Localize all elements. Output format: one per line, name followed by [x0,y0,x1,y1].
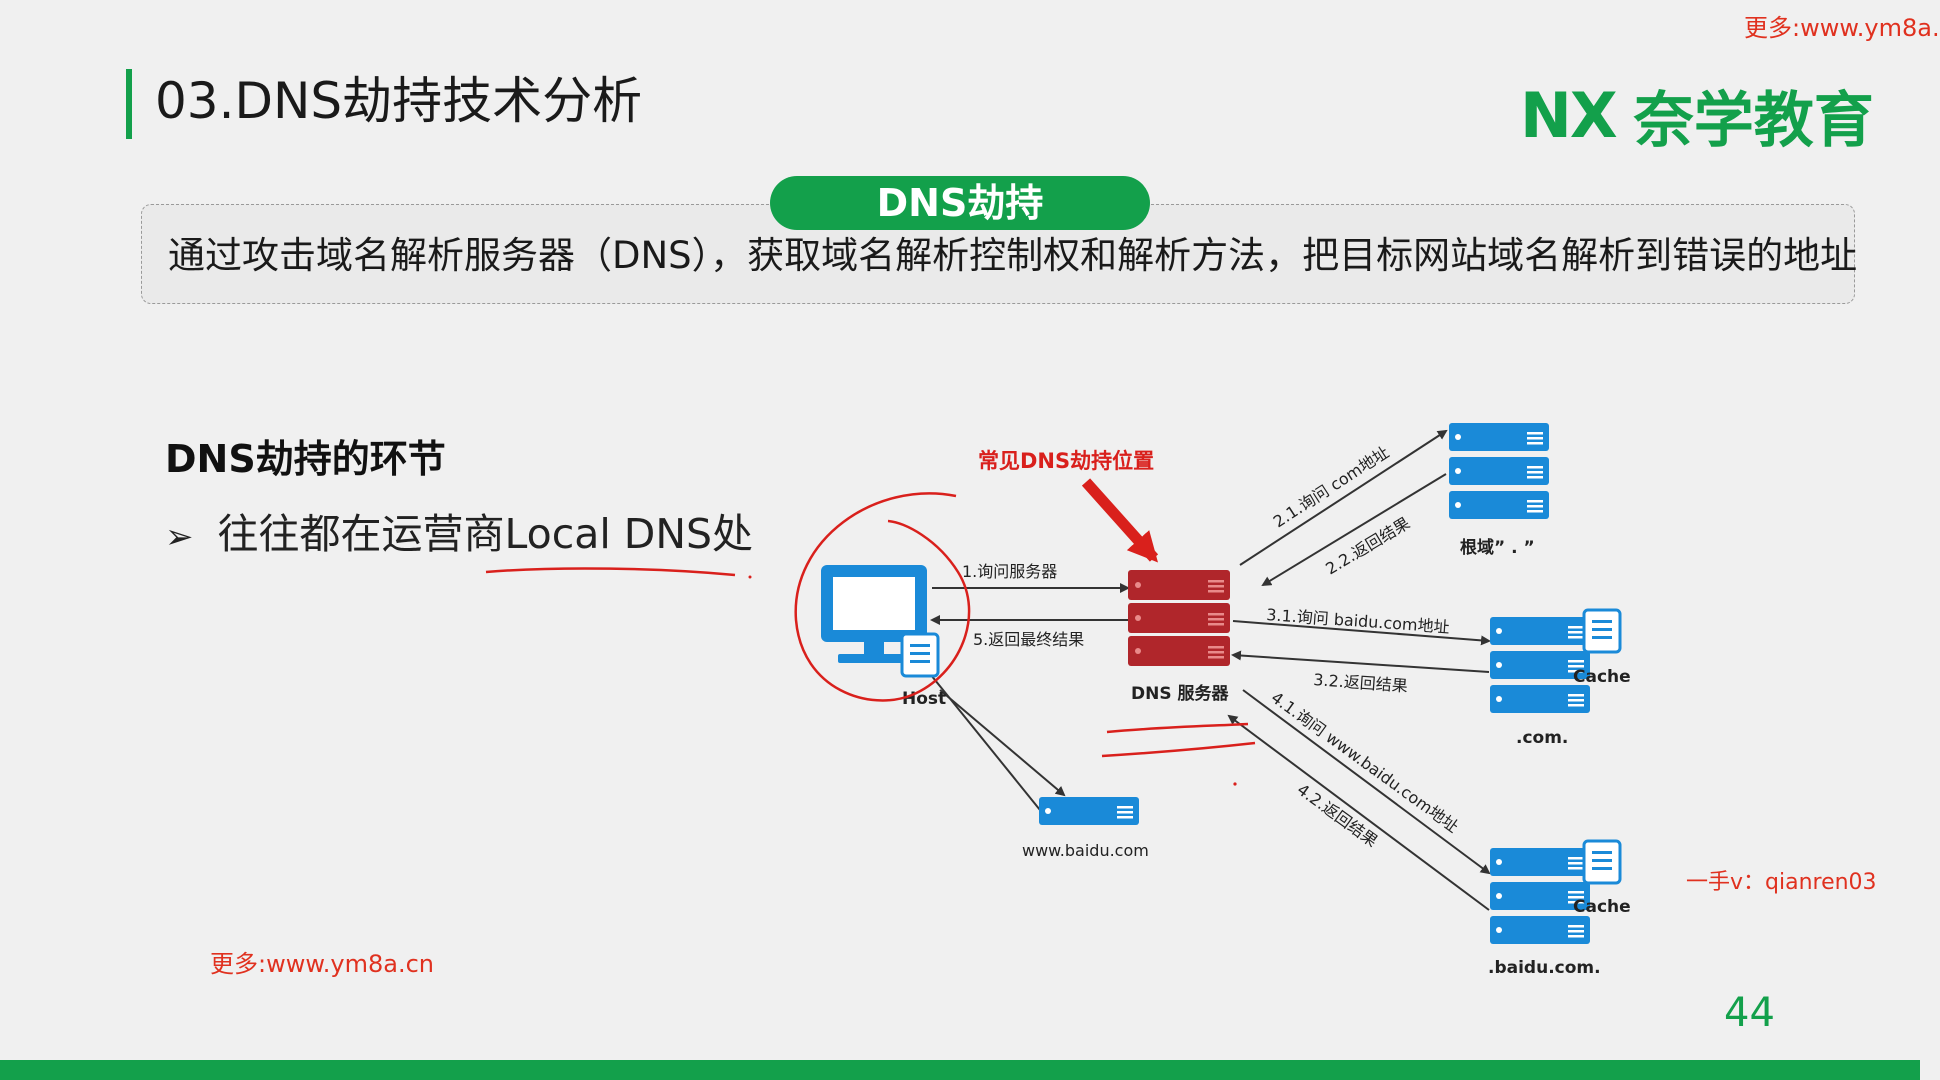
bullet-arrow-icon: ➢ [165,517,194,557]
baidu-server-label: .baidu.com. [1488,958,1601,978]
hijack-arrow-icon [1081,478,1159,563]
page-number: 44 [1724,990,1775,1036]
definition-text: 通过攻击域名解析服务器（DNS），获取域名解析控制权和解析方法，把目标网站域名解… [168,234,1858,277]
bullet-text: 往往都在运营商Local DNS处 [217,510,754,558]
edge-label-return-com: 3.2.返回结果 [1313,670,1409,696]
edge-return-baidu [1227,714,1490,911]
bullet-underline-annotation [485,567,736,577]
edge-query-www [1242,689,1491,875]
page-title: 03.DNS劫持技术分析 [155,72,643,130]
bullet-underline-dot [748,575,752,579]
edge-label-return-root: 2.2.返回结果 [1322,513,1413,578]
dns-server-label: DNS 服务器 [1131,683,1230,704]
edge-label-query-baidu-com: 3.1.询问 baidu.com地址 [1266,605,1450,637]
root-server-icon [1449,423,1549,519]
baidu-cache-label: Cache [1573,897,1631,917]
watermark-top: 更多:www.ym8a. [1744,14,1940,42]
dns-underline-dot [1233,782,1237,786]
edge-return-com [1231,650,1490,673]
footer-bar [0,1060,1920,1080]
baidu-cache-doc-icon [1582,839,1622,885]
dns-server-icon [1128,570,1230,666]
com-server-label: .com. [1516,728,1568,748]
section-heading: DNS劫持的环节 [165,437,446,481]
edge-label-final-result: 5.返回最终结果 [973,630,1084,649]
hijack-callout-label: 常见DNS劫持位置 [978,449,1154,473]
edge-query-com [1239,429,1448,566]
edge-label-return-baidu: 4.2.返回结果 [1294,780,1382,851]
host-computer-icon [821,565,940,678]
watermark-bottom: 更多:www.ym8a.cn [210,950,434,978]
edge-host-to-www [939,689,1066,797]
baidu-server-icon [1490,848,1590,944]
dns-underline-annotation-1 [1106,722,1249,734]
title-accent-bar [126,69,132,139]
host-circle-annotation [794,492,971,702]
edge-label-query-server: 1.询问服务器 [962,562,1057,581]
edge-label-query-www: 4.1.询问 www.baidu.com地址 [1268,688,1462,836]
edge-query-baidu-com [1232,620,1491,646]
dns-underline-annotation-2 [1101,741,1256,758]
definition-pill: DNS劫持 [770,176,1150,230]
contact-text: 一手v：qianren03 [1686,870,1877,895]
com-cache-doc-icon [1582,608,1622,654]
host-label: Host [902,689,946,709]
com-server-icon [1490,617,1590,713]
website-server-icon [1039,797,1139,825]
website-label: www.baidu.com [1022,841,1149,860]
com-cache-label: Cache [1573,667,1631,687]
edge-return-root [1261,473,1447,587]
bullet-item: ➢ 往往都在运营商Local DNS处 [165,500,753,560]
brand-mark: NX [1520,79,1618,152]
brand-name: 奈学教育 [1633,86,1874,156]
root-server-label: 根域” . ” [1460,537,1535,558]
